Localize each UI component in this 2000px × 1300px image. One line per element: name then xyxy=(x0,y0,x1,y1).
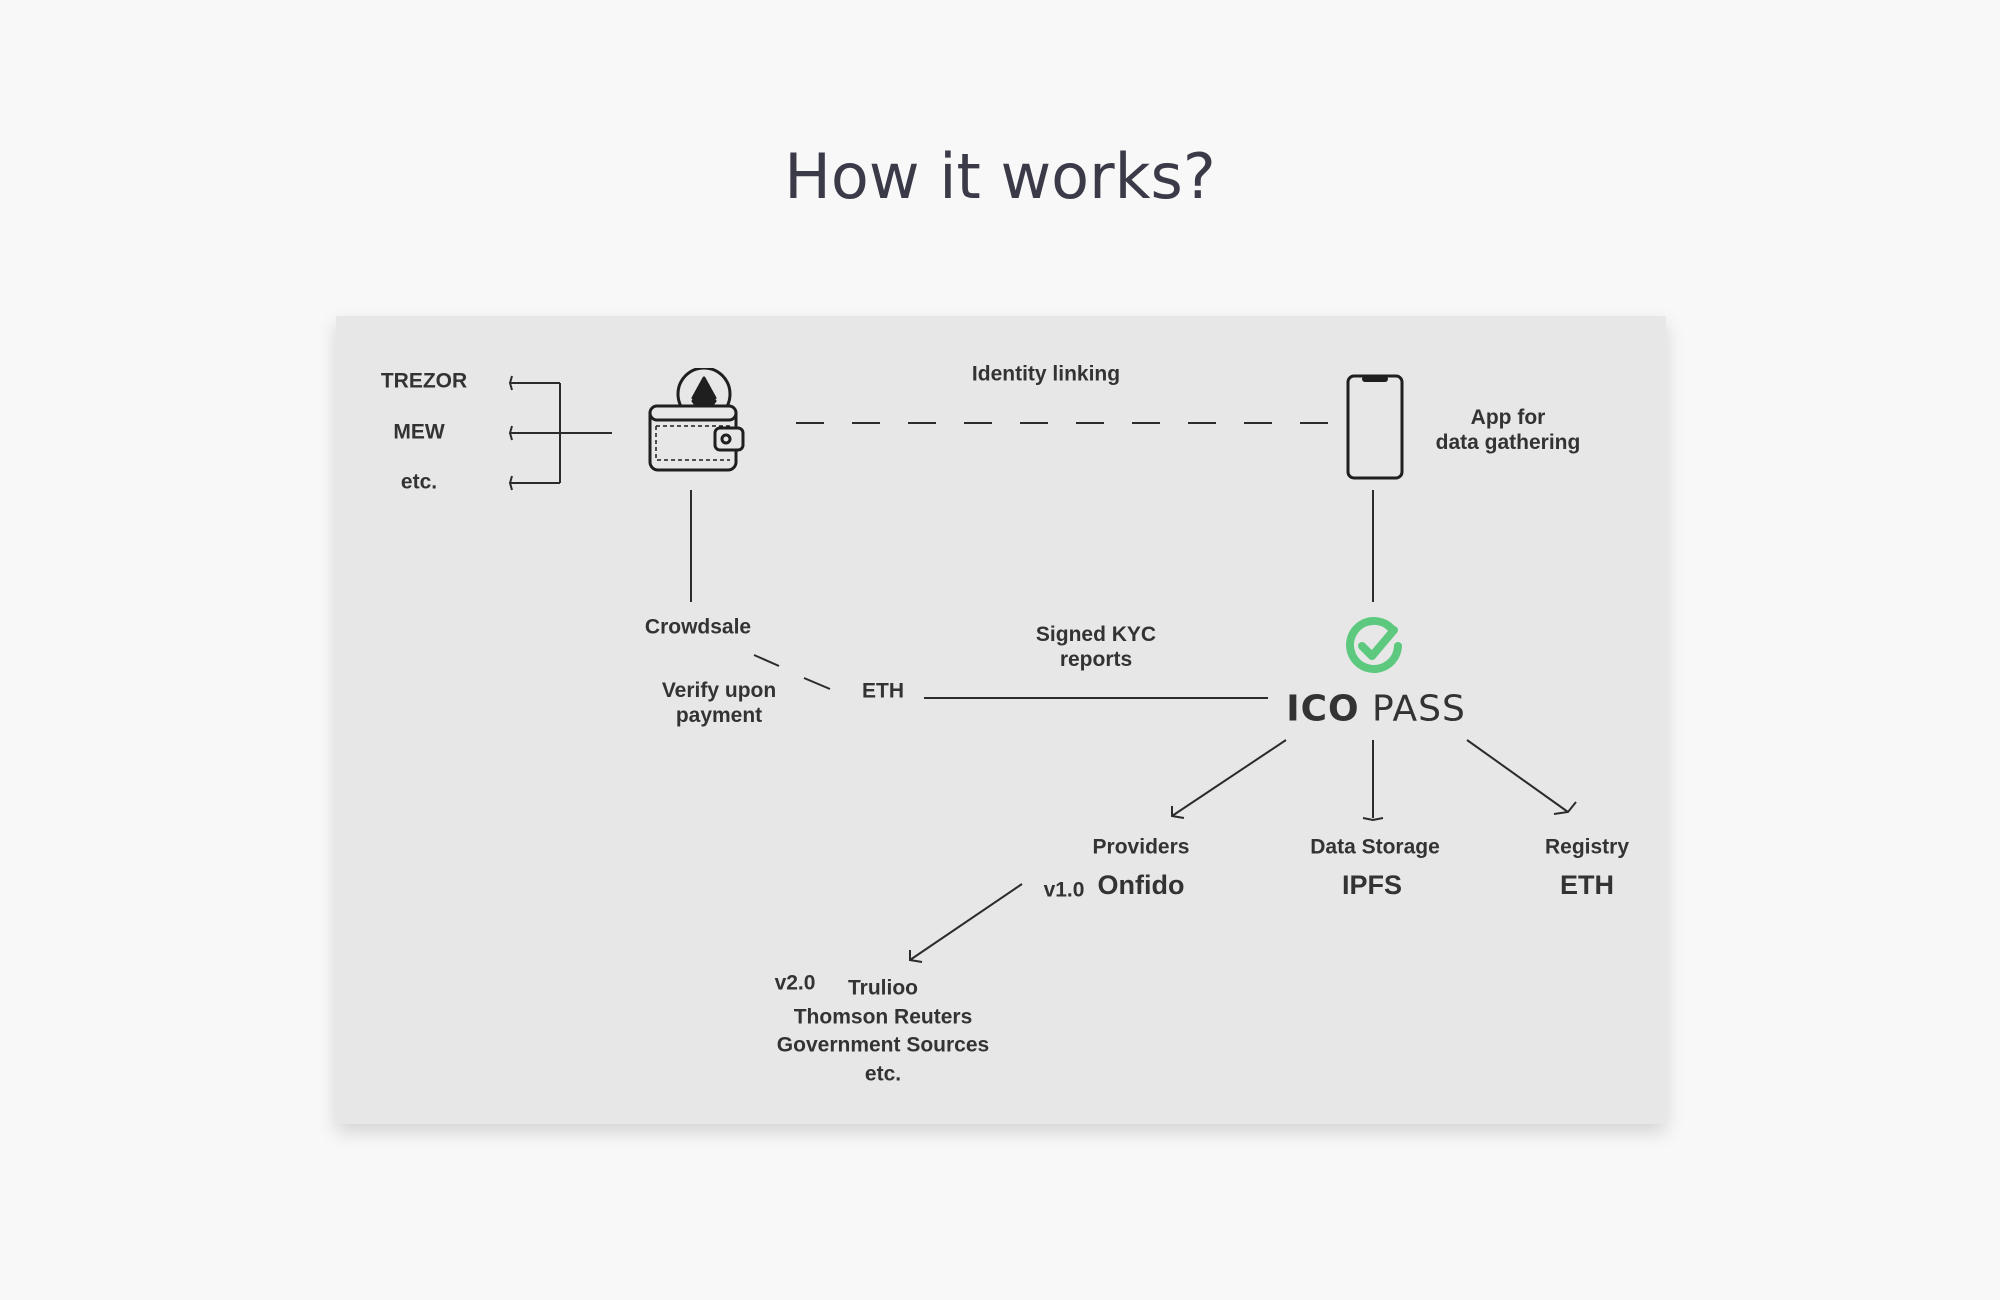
label-signed-kyc-reports: Signed KYC reports xyxy=(1035,622,1157,671)
icopass-to-providers-line xyxy=(1171,739,1287,817)
brand-pass: PASS xyxy=(1359,688,1466,730)
label-app-for-data-gathering: App for data gathering xyxy=(1435,405,1581,454)
v1-to-v2-line xyxy=(909,883,1023,961)
label-crowdsale: Crowdsale xyxy=(644,615,752,639)
diagram-panel: TREZOR MEW etc. Identity linking App for… xyxy=(336,316,1666,1124)
arrowhead-datastorage xyxy=(1362,817,1384,822)
arrowhead-trezor xyxy=(508,375,513,391)
brand-ico: ICO xyxy=(1286,688,1360,730)
label-etc-wallets: etc. xyxy=(400,470,438,494)
label-other-providers: Thomson Reuters Government Sources etc. xyxy=(776,1005,990,1086)
label-providers: Providers xyxy=(1092,835,1190,859)
smartphone-icon xyxy=(1346,374,1404,480)
icopass-to-registry-line xyxy=(1466,739,1569,813)
page-title: How it works? xyxy=(784,140,1216,213)
label-verify-upon-payment: Verify upon payment xyxy=(661,678,777,727)
crowdsale-eth-dash-1 xyxy=(753,654,780,667)
label-registry: Registry xyxy=(1544,835,1630,859)
label-trezor: TREZOR xyxy=(380,369,468,393)
label-trulioo: Trulioo xyxy=(848,976,918,1000)
label-data-storage: Data Storage xyxy=(1310,835,1440,859)
label-onfido: Onfido xyxy=(1097,869,1185,900)
label-v2: v2.0 xyxy=(774,971,816,995)
wallet-icon xyxy=(648,368,745,472)
crowdsale-eth-dash-2 xyxy=(803,677,831,690)
label-ipfs: IPFS xyxy=(1341,869,1403,900)
connector-lines xyxy=(508,375,1577,963)
arrowhead-providers xyxy=(1171,806,1185,819)
brand-ico-pass: ICO PASS xyxy=(1286,687,1466,730)
arrowhead-registry xyxy=(1553,801,1577,815)
label-v1: v1.0 xyxy=(1043,878,1085,902)
label-eth-payment: ETH xyxy=(862,679,904,703)
arrowhead-etc xyxy=(508,475,513,491)
label-identity-linking: Identity linking xyxy=(971,362,1121,386)
arrowhead-mew xyxy=(508,425,513,441)
label-mew: MEW xyxy=(393,420,445,444)
check-circle-icon xyxy=(1346,616,1402,673)
arrowhead-v2 xyxy=(909,950,923,963)
label-registry-eth: ETH xyxy=(1560,869,1614,900)
